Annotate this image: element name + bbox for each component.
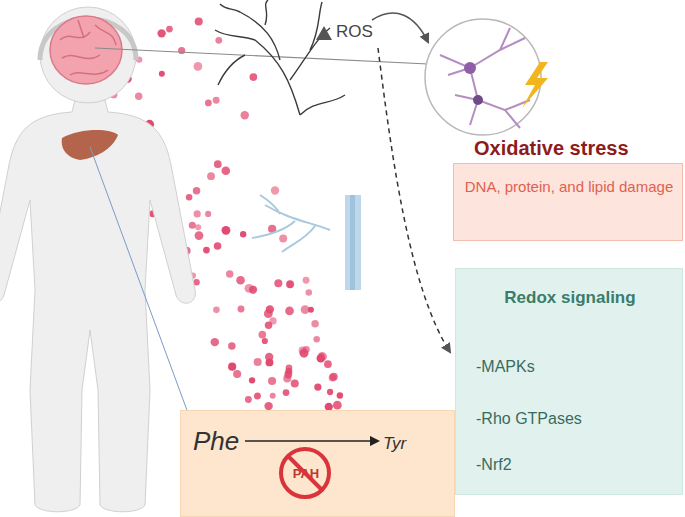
phe-particle	[291, 379, 299, 387]
phe-particle	[327, 389, 333, 395]
phe-particle	[270, 393, 276, 399]
phe-particle	[268, 377, 276, 385]
increase-triangle	[316, 26, 332, 40]
phe-particle	[286, 364, 293, 371]
phe-particle	[193, 187, 200, 194]
phe-particle	[283, 389, 290, 396]
phe-particle	[245, 396, 252, 403]
phe-particle	[301, 305, 310, 314]
phe-particle	[195, 231, 204, 240]
phe-particle	[233, 370, 241, 378]
heading: Oxidative stress	[474, 136, 684, 161]
blood-vessels	[215, 0, 345, 115]
neuron-body	[473, 95, 483, 105]
neurons	[440, 28, 530, 128]
phe-particle	[205, 100, 212, 107]
phe-particle	[303, 277, 310, 284]
phe-particle	[274, 279, 282, 287]
phe-particle	[213, 307, 220, 314]
phe-particle	[135, 92, 142, 99]
phe-particle	[189, 222, 196, 229]
phe-particle	[324, 360, 332, 368]
brain	[50, 16, 122, 84]
phe-particle	[303, 346, 310, 353]
phe-particle	[194, 210, 201, 217]
capillaries	[252, 195, 330, 252]
phe-particle	[205, 211, 211, 217]
phe-particle	[313, 336, 320, 343]
phe-particle	[195, 17, 203, 25]
phe-particle	[262, 338, 268, 344]
phe-particle	[254, 358, 262, 366]
phe-particle	[214, 160, 222, 168]
brain-gyri	[60, 20, 116, 75]
phe-particle	[330, 373, 338, 381]
phe-particle	[238, 306, 245, 313]
phe-particle	[178, 47, 185, 54]
phe-particle	[249, 377, 255, 383]
phe-particle	[314, 383, 321, 390]
phe-particle	[186, 194, 193, 201]
phe-particle	[249, 73, 257, 81]
phe-particle	[259, 331, 267, 339]
phe-particle	[241, 111, 249, 119]
ros-label: ROS	[336, 22, 373, 42]
phe-particle	[285, 307, 294, 316]
phe-particle	[159, 71, 165, 77]
phe-particle	[226, 270, 233, 277]
phe-particle	[195, 224, 201, 230]
phe-particle	[166, 26, 173, 33]
phe-particle	[194, 62, 203, 71]
child-body	[0, 100, 195, 512]
child-head	[40, 7, 136, 103]
vessel-wall	[350, 195, 355, 290]
phe-particle	[207, 172, 215, 180]
phe-particle	[228, 363, 236, 371]
phe-particle	[318, 352, 327, 361]
metabolism-box: Phe TyrPAH	[180, 410, 455, 517]
phe-particle	[245, 284, 254, 293]
phe-particle	[222, 226, 231, 235]
phe-particle	[284, 371, 292, 379]
list-item: -MAPKs	[476, 357, 676, 377]
phe-particle	[266, 305, 274, 313]
phe-particle	[203, 247, 210, 254]
phe-particle	[221, 166, 230, 175]
neuron-body	[464, 62, 476, 74]
heading: Redox signaling	[456, 287, 684, 308]
lightning	[522, 62, 548, 108]
neuron-circle	[425, 19, 541, 135]
phe-particle	[213, 97, 220, 104]
phe-particle	[214, 242, 222, 250]
phe-particle	[269, 317, 276, 324]
phe-particle	[271, 186, 279, 194]
phe-particle	[236, 276, 245, 285]
product: Tyr	[383, 433, 443, 454]
phe-particle	[286, 280, 294, 288]
vessel	[345, 195, 361, 290]
substrate: Phe	[193, 425, 253, 458]
damage-box: Oxidative stressDNA, protein, and lipid …	[453, 163, 683, 241]
phe-particle	[254, 393, 261, 400]
box-text: DNA, protein, and lipid damage	[464, 178, 674, 197]
phe-particle	[228, 342, 235, 349]
phe-particle	[211, 338, 219, 346]
signaling-box: Redox signaling -MAPKs -Rho GTPases -Nrf2	[455, 268, 683, 495]
phe-particle	[311, 320, 319, 328]
phe-particle	[240, 231, 246, 237]
phe-particle	[306, 289, 313, 296]
phe-particle	[215, 37, 222, 44]
enzyme: PAH	[281, 466, 331, 482]
list-item: -Rho GTPases	[476, 409, 676, 429]
phe-particle	[157, 29, 165, 37]
phe-particle	[337, 392, 343, 398]
phe-particle	[266, 358, 274, 366]
liver-leader	[90, 147, 195, 432]
list-item: -Nrf2	[476, 455, 676, 475]
ros-arrow	[372, 13, 428, 42]
liver	[62, 130, 118, 160]
phe-particle	[279, 234, 287, 242]
phe-particle	[333, 401, 342, 410]
